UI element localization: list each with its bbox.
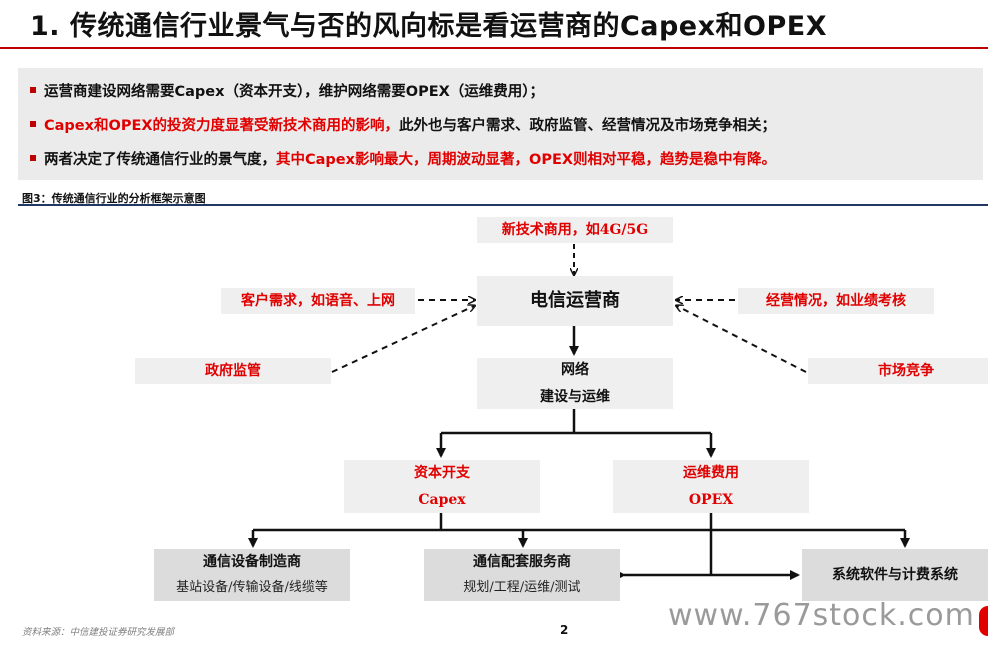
opex-line2: OPEX [688, 491, 734, 508]
bullet-square-icon [30, 155, 36, 161]
bullet-1-text: 运营商建设网络需要Capex（资本开支），维护网络需要OPEX（运维费用）； [44, 84, 545, 100]
node-operator: 电信运营商 [477, 276, 673, 326]
network-line2: 建设与运维 [540, 388, 610, 405]
node-equipment-makers: 通信设备制造商 基站设备/传输设备/线缆等 [154, 549, 350, 601]
bullet-2-text: 此外也与客户需求、政府监管、经营情况及市场竞争相关； [399, 118, 777, 134]
node-new-tech: 新技术商用，如4G/5G [477, 217, 673, 243]
node-government: 政府监管 [135, 358, 331, 384]
node-opex: 运维费用 OPEX [613, 460, 809, 513]
node-market: 市场竞争 [808, 358, 988, 384]
node-customer-demand: 客户需求，如语音、上网 [221, 288, 415, 314]
arrow-government-operator [331, 306, 474, 373]
bullet-1: 运营商建设网络需要Capex（资本开支），维护网络需要OPEX（运维费用）； [30, 80, 544, 101]
node-network: 网络 建设与运维 [477, 358, 673, 409]
bullet-3-text: 两者决定了传统通信行业的景气度， [44, 152, 276, 168]
title-divider [0, 47, 988, 49]
bullet-2-red-text: Capex和OPEX的投资力度显著受新技术商用的影响， [44, 118, 400, 134]
node-service-providers: 通信配套服务商 规划/工程/运维/测试 [424, 549, 620, 601]
equipment-title: 通信设备制造商 [203, 554, 301, 571]
bullet-3-red-text: 其中Capex影响最大，周期波动显著，OPEX则相对平稳，趋势是稳中有降。 [276, 152, 777, 168]
bullet-3: 两者决定了传统通信行业的景气度，其中Capex影响最大，周期波动显著，OPEX则… [30, 148, 776, 169]
opex-line1: 运维费用 [683, 464, 739, 481]
services-sub: 规划/工程/运维/测试 [463, 579, 581, 595]
node-software-billing: 系统软件与计费系统 [802, 549, 988, 601]
page-number: 2 [560, 623, 569, 637]
node-operations: 经营情况，如业绩考核 [738, 288, 934, 314]
capex-line1: 资本开支 [414, 464, 470, 481]
corner-logo-mark [979, 606, 988, 636]
bullet-square-icon [30, 87, 36, 93]
services-title: 通信配套服务商 [473, 554, 571, 571]
bullet-square-icon [30, 121, 36, 127]
page-title: 1. 传统通信行业景气与否的风向标是看运营商的Capex和OPEX [30, 11, 828, 42]
capex-line2: Capex [418, 491, 466, 508]
summary-box: 运营商建设网络需要Capex（资本开支），维护网络需要OPEX（运维费用）； C… [18, 68, 983, 180]
network-line1: 网络 [561, 361, 589, 378]
watermark: www.767stock.com [668, 598, 975, 633]
figure-caption: 图3：传统通信行业的分析框架示意图 [22, 192, 206, 205]
equipment-sub: 基站设备/传输设备/线缆等 [176, 579, 328, 595]
bullet-2: Capex和OPEX的投资力度显著受新技术商用的影响，此外也与客户需求、政府监管… [30, 114, 776, 135]
node-capex: 资本开支 Capex [344, 460, 540, 513]
figure-divider [18, 204, 988, 206]
source-note: 资料来源：中信建投证券研究发展部 [22, 627, 175, 638]
arrow-market-operator [677, 306, 807, 373]
